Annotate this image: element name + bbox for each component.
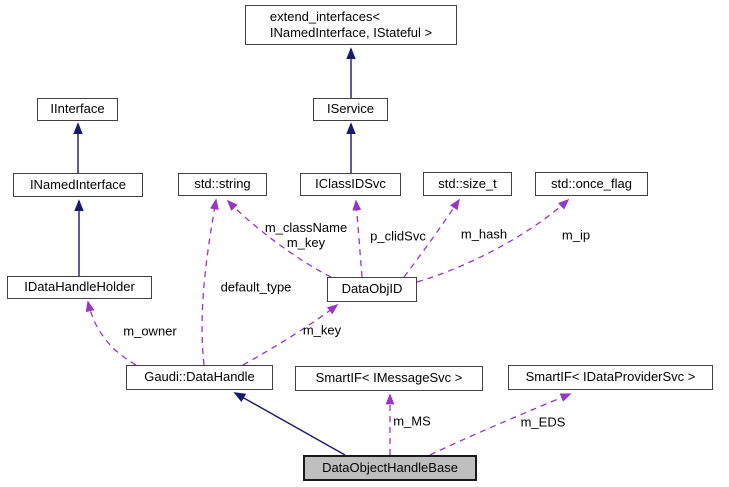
node-label: DataObjID [341, 281, 403, 297]
edge-gaudidatahandle-stdstring [201, 198, 219, 366]
node-label: IClassIDSvc [315, 176, 386, 192]
node-idatahandleholder[interactable]: IDataHandleHolder [7, 276, 152, 299]
edge-label-default-type: default_type [220, 279, 292, 295]
edge-dataobjid-stdonceflag [416, 198, 570, 283]
edge-label-m-key: m_key [302, 322, 342, 338]
node-label: extend_interfaces< INamedInterface, ISta… [270, 9, 432, 42]
node-label: IInterface [50, 101, 105, 117]
node-iclassidsvc[interactable]: IClassIDSvc [300, 173, 401, 196]
edge-dataobjid-stdsizet [403, 198, 460, 278]
node-label: SmartIF< IDataProviderSvc > [525, 369, 696, 385]
node-inamedinterface[interactable]: INamedInterface [13, 173, 143, 197]
edge-label-m-owner: m_owner [123, 323, 177, 339]
node-label: IDataHandleHolder [24, 279, 135, 295]
node-label-line: extend_interfaces< [269, 8, 381, 24]
edge-dataobjid-iclassidsvc [352, 199, 363, 278]
node-std-string[interactable]: std::string [178, 173, 267, 196]
node-label: Gaudi::DataHandle [144, 369, 255, 385]
node-dataobjecthandlebase-current: DataObjectHandleBase [303, 455, 477, 481]
edge-label-m-ip: m_ip [561, 227, 591, 243]
node-label: SmartIF< IMessageSvc > [315, 370, 463, 386]
node-label: IService [327, 101, 374, 117]
node-std-once-flag[interactable]: std::once_flag [535, 172, 648, 196]
node-smartif-idataprovidersvc[interactable]: SmartIF< IDataProviderSvc > [508, 365, 713, 390]
edge-gaudidatahandle-dataobjid [242, 303, 339, 366]
edge-label-m-hash: m_hash [460, 226, 508, 242]
node-extend-interfaces[interactable]: extend_interfaces< INamedInterface, ISta… [245, 5, 457, 45]
node-iinterface[interactable]: IInterface [37, 98, 118, 121]
node-label: INamedInterface [29, 176, 127, 192]
edge-label-m-ms: m_MS [393, 413, 431, 429]
edge-label-m-classname-m-key: m_className m_key [264, 220, 348, 250]
node-gaudi-datahandle[interactable]: Gaudi::DataHandle [126, 365, 273, 390]
edge-gaudidatahandle-idatahandleholder [85, 300, 137, 366]
node-label: std::string [194, 176, 251, 192]
node-smartif-imessagesvc[interactable]: SmartIF< IMessageSvc > [295, 366, 483, 391]
node-label: DataObjectHandleBase [322, 459, 458, 475]
node-iservice[interactable]: IService [313, 98, 388, 121]
edge-dataobjecthandlebase-smartif-idataprovidersvc [429, 393, 572, 456]
edge-dataobjid-stdstring [226, 199, 332, 278]
edge-label-p-clidsvc: p_clidSvc [370, 228, 426, 244]
node-label: std::size_t [438, 175, 497, 191]
edge-label-m-eds: m_EDS [520, 414, 566, 430]
node-dataobjid[interactable]: DataObjID [327, 277, 417, 302]
node-label: std::once_flag [551, 175, 632, 191]
node-std-size-t[interactable]: std::size_t [423, 172, 512, 196]
node-label-line: INamedInterface, IStateful > [269, 25, 433, 40]
edge-dataobjecthandlebase-gaudidatahandle [233, 392, 346, 456]
